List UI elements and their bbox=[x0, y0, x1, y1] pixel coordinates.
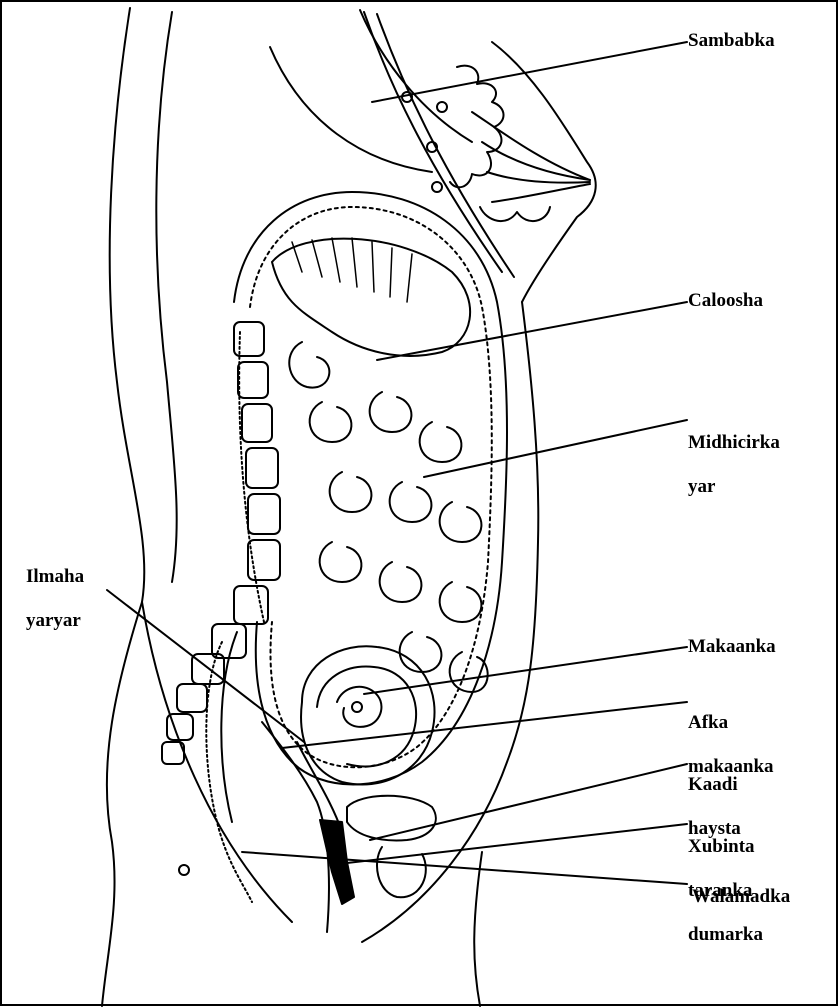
label-midhicirka-line-1: Midhicirka bbox=[688, 432, 780, 454]
back-outline bbox=[102, 8, 144, 1006]
label-walamadka: Walamadka bbox=[692, 886, 790, 908]
peritoneum-inner bbox=[250, 207, 492, 767]
leader-xubinta bbox=[338, 824, 687, 864]
stomach-outline bbox=[272, 239, 470, 356]
leader-ilmaha bbox=[107, 590, 304, 742]
label-afka-line-1: Afka bbox=[688, 712, 774, 734]
label-midhicirka: Midhicirka yar bbox=[688, 410, 780, 520]
label-makaanka: Makaanka bbox=[688, 636, 776, 658]
leader-sambabka bbox=[372, 42, 687, 102]
leader-midhicirka bbox=[424, 420, 687, 477]
chest-outline bbox=[360, 10, 472, 142]
back-inner-outline bbox=[156, 12, 176, 582]
breast-outline bbox=[492, 42, 596, 302]
label-ilmaha: Ilmaha yaryar bbox=[26, 544, 84, 654]
label-xubinta-line-1: Xubinta bbox=[688, 836, 763, 858]
label-caloosha: Caloosha bbox=[688, 290, 763, 312]
label-ilmaha-line-2: yaryar bbox=[26, 610, 84, 632]
label-midhicirka-line-2: yar bbox=[688, 476, 780, 498]
bladder bbox=[347, 796, 436, 841]
leader-walamadka bbox=[242, 852, 687, 884]
leader-caloosha bbox=[377, 302, 687, 360]
buttock-outline bbox=[142, 602, 292, 922]
intestine-coils bbox=[289, 342, 487, 692]
belly-outline bbox=[362, 302, 538, 942]
thigh-outline bbox=[474, 852, 482, 1006]
label-kaadi-line-1: Kaadi bbox=[688, 774, 741, 796]
label-xubinta-line-3: dumarka bbox=[688, 924, 763, 946]
breast-glands bbox=[402, 66, 590, 221]
spine-vertebrae bbox=[162, 322, 280, 875]
label-ilmaha-line-1: Ilmaha bbox=[26, 566, 84, 588]
label-sambabka: Sambabka bbox=[688, 30, 775, 52]
